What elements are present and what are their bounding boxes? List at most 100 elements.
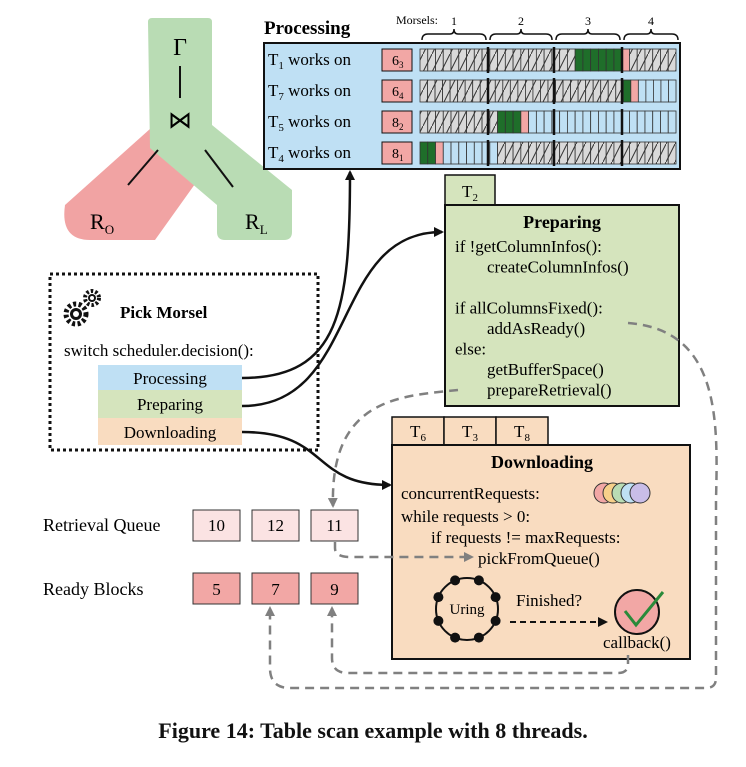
option-preparing: Preparing bbox=[137, 395, 204, 414]
morsel-cell bbox=[535, 48, 545, 72]
morsel-cell bbox=[590, 48, 599, 72]
morsel-cell bbox=[644, 110, 654, 134]
morsel-cell bbox=[466, 110, 475, 134]
plan-input-left: RO bbox=[90, 209, 114, 237]
uring-label: Uring bbox=[450, 602, 485, 618]
morsel-cell bbox=[427, 48, 436, 72]
join-symbol: ⋈ bbox=[168, 108, 192, 134]
callback-label: callback() bbox=[603, 633, 671, 652]
morsel-cell bbox=[644, 141, 654, 165]
morsel-cell bbox=[574, 48, 584, 72]
morsel-cell bbox=[582, 48, 592, 72]
arrow-ready-from-prepare bbox=[265, 321, 718, 690]
morsel-cell bbox=[464, 79, 474, 103]
flow-arrows bbox=[241, 170, 718, 690]
morsel-cell bbox=[427, 110, 436, 134]
morsel-cell bbox=[504, 110, 514, 134]
uring-slot bbox=[490, 615, 501, 626]
processing-row: T7 works on 64 bbox=[268, 78, 677, 104]
preparing-tab-label: T2 bbox=[462, 182, 478, 204]
option-processing-bg bbox=[98, 365, 242, 390]
morsel-cell bbox=[598, 48, 607, 72]
morsel-cell bbox=[605, 48, 615, 72]
morsel-cell bbox=[629, 141, 638, 165]
morsel-cell bbox=[660, 48, 669, 72]
uring-slot bbox=[450, 632, 461, 643]
preparing-code-line: createColumnInfos() bbox=[487, 258, 629, 277]
morsel-cell bbox=[442, 110, 452, 134]
morsel-cell bbox=[559, 48, 568, 72]
morsel-cell bbox=[489, 110, 498, 134]
morsel-cell bbox=[543, 110, 553, 134]
morsel-cell bbox=[607, 79, 617, 103]
preparing-code-line: if allColumnsFixed(): bbox=[455, 299, 603, 318]
preparing-code: if !getColumnInfos():createColumnInfos()… bbox=[455, 237, 629, 400]
morsel-cell bbox=[520, 141, 530, 165]
morsel-cell bbox=[574, 110, 584, 134]
downloading-tab-label: T3 bbox=[462, 422, 478, 444]
uring-slot bbox=[490, 592, 501, 603]
dl-line-pick: pickFromQueue() bbox=[478, 549, 600, 568]
preparing-code-line: prepareRetrieval() bbox=[487, 381, 612, 400]
morsel-cell bbox=[543, 48, 553, 72]
dl-line-while: while requests > 0: bbox=[401, 507, 530, 526]
morsel-cell bbox=[494, 79, 504, 103]
downloading-title: Downloading bbox=[491, 452, 593, 472]
morsel-cell bbox=[435, 48, 444, 72]
pick-morsel-panel: Pick Morsel switch scheduler.decision():… bbox=[48, 272, 320, 452]
option-downloading: Downloading bbox=[124, 423, 217, 442]
uring-ring-icon bbox=[433, 575, 501, 643]
morsel-cell bbox=[605, 110, 615, 134]
morsel-cell bbox=[590, 141, 599, 165]
morsel-cell bbox=[419, 141, 429, 165]
preparing-panel: T2 Preparing if !getColumnInfos():create… bbox=[444, 174, 680, 407]
morsel-cell bbox=[585, 79, 594, 103]
option-preparing-bg bbox=[98, 390, 242, 418]
morsel-cell bbox=[592, 79, 602, 103]
morsel-cell bbox=[497, 48, 506, 72]
morsel-cell bbox=[645, 79, 654, 103]
morsel-cell bbox=[419, 110, 429, 134]
morsel-cell bbox=[504, 141, 514, 165]
morsel-cell bbox=[660, 110, 669, 134]
thread-label: T1 works on bbox=[268, 50, 351, 72]
morsel-cell bbox=[442, 79, 451, 103]
gears-icon bbox=[63, 289, 101, 327]
arrow-prepare-to-queue bbox=[327, 388, 459, 508]
block-id: 81 bbox=[392, 147, 404, 163]
query-plan: Γ ⋈ RO RL bbox=[64, 18, 292, 240]
morsel-brace bbox=[489, 28, 553, 41]
plan-edge-left bbox=[127, 149, 159, 186]
morsel-cell bbox=[566, 141, 576, 165]
thread-label: T5 works on bbox=[268, 112, 351, 134]
morsel-cell bbox=[667, 48, 677, 72]
morsel-cell bbox=[434, 79, 443, 103]
morsel-cell bbox=[636, 48, 646, 72]
morsel-cell bbox=[605, 141, 615, 165]
morsel-cell bbox=[504, 48, 514, 72]
option-processing: Processing bbox=[133, 369, 207, 388]
morsel-cell bbox=[559, 141, 568, 165]
morsel-cell bbox=[566, 110, 576, 134]
switch-statement: switch scheduler.decision(): bbox=[64, 341, 254, 360]
uring-slot bbox=[433, 615, 444, 626]
uring-slot bbox=[473, 632, 484, 643]
morsel-number: 2 bbox=[518, 14, 524, 28]
morsel-cell bbox=[497, 141, 506, 165]
morsel-number: 4 bbox=[648, 14, 654, 28]
morsel-cell bbox=[590, 110, 599, 134]
ready-block-value: 7 bbox=[271, 580, 280, 599]
plan-right-branch bbox=[148, 18, 292, 240]
block-id: 64 bbox=[392, 85, 404, 101]
morsel-cell bbox=[535, 141, 545, 165]
morsel-cell bbox=[652, 110, 661, 134]
uring-slot bbox=[433, 592, 444, 603]
thread-label: T7 works on bbox=[268, 81, 351, 103]
